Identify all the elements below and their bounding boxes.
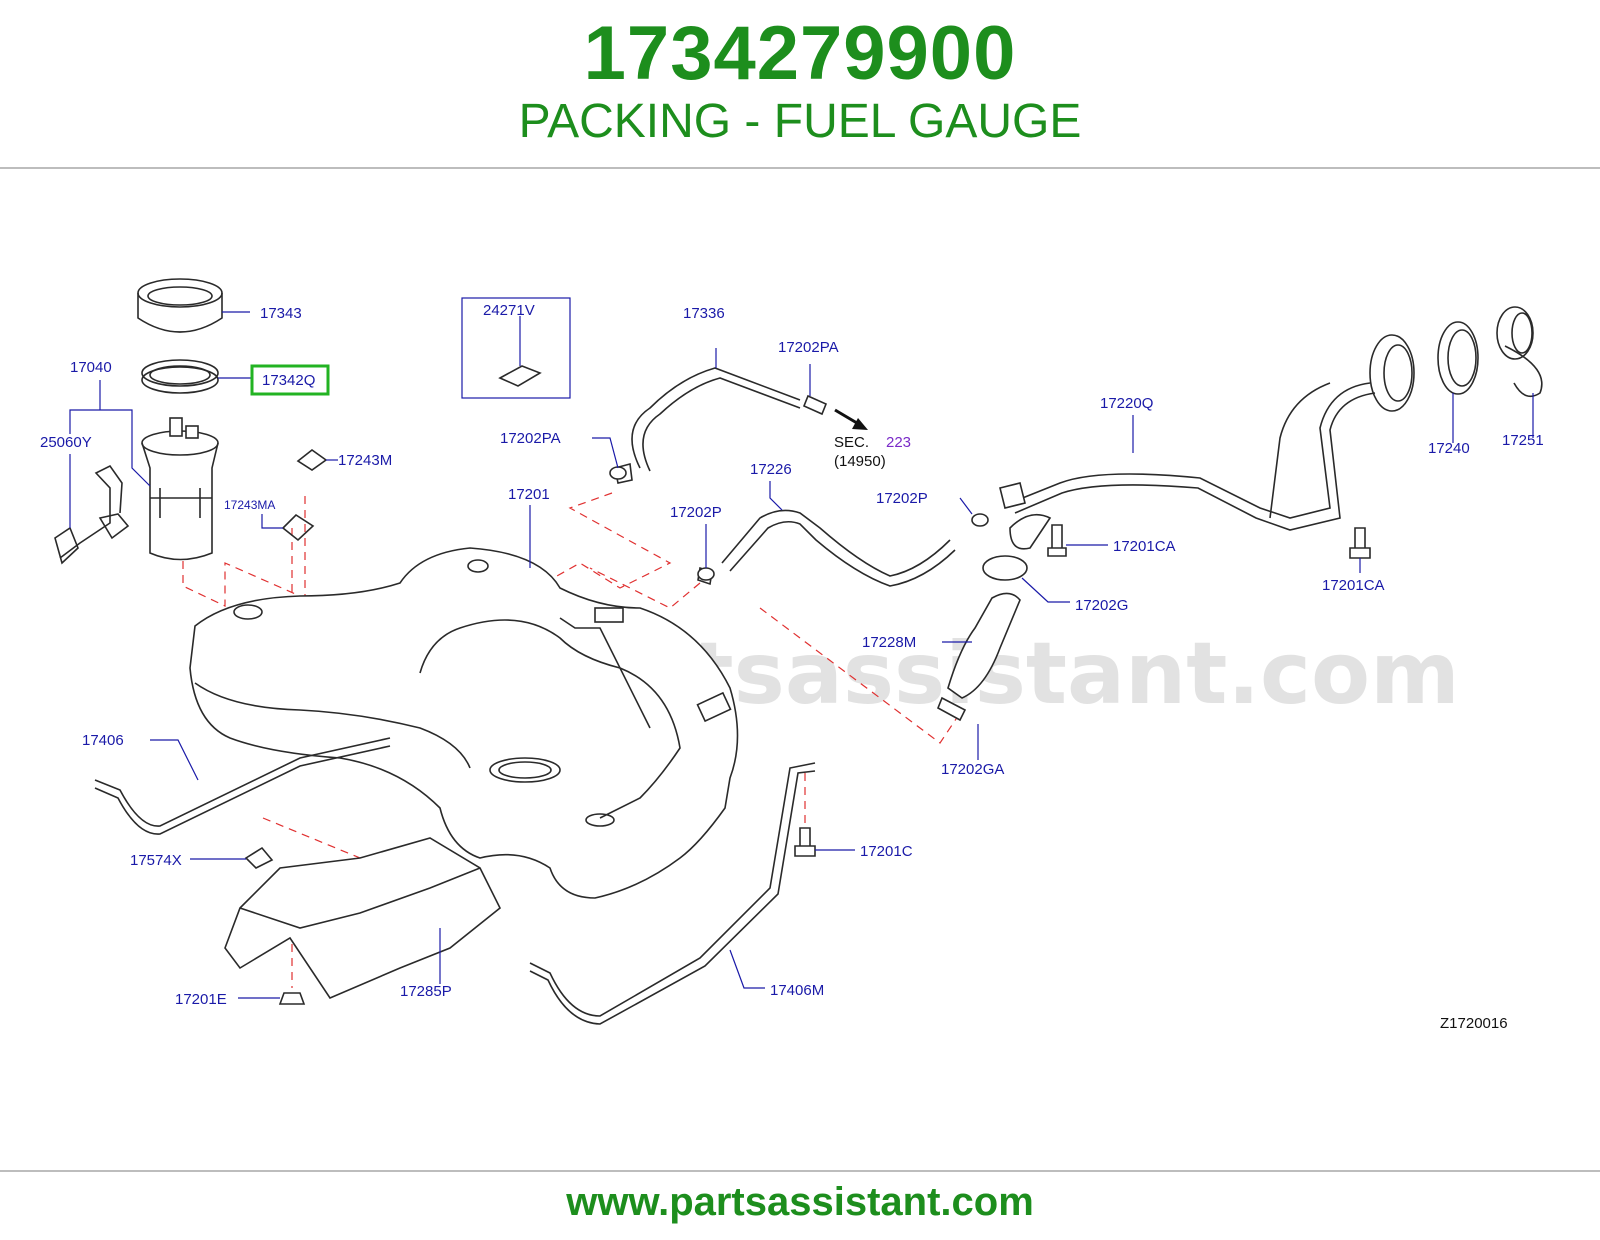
- heat-shield-17285P: [224, 837, 502, 999]
- label-17202PA-lower[interactable]: 17202PA: [500, 430, 561, 447]
- label-17201C[interactable]: 17201C: [860, 843, 913, 860]
- packing-17342Q: [141, 359, 219, 394]
- label-17201CA-mid[interactable]: 17201CA: [1113, 538, 1176, 555]
- label-17202PA-upper[interactable]: 17202PA: [778, 339, 839, 356]
- label-17285P[interactable]: 17285P: [400, 983, 452, 1000]
- part-number-title: 1734279900: [583, 11, 1017, 96]
- leader-lines: [69, 311, 1534, 999]
- clamp-17202PA-a: [609, 466, 627, 480]
- label-17251[interactable]: 17251: [1502, 432, 1544, 449]
- label-17201E[interactable]: 17201E: [175, 991, 227, 1008]
- footer-url[interactable]: www.partsassistant.com: [566, 1180, 1034, 1224]
- vent-hose-17336: [614, 367, 828, 484]
- lock-ring-17343: [137, 278, 223, 333]
- hose-17228M: [947, 592, 1021, 699]
- filler-hose-17226: [697, 509, 956, 587]
- bolt-17201CA-a: [1047, 524, 1067, 557]
- label-17228M[interactable]: 17228M: [862, 634, 916, 651]
- strap-17406: [94, 737, 391, 827]
- label-17202GA[interactable]: 17202GA: [941, 761, 1004, 778]
- arrow-head-icon: [852, 418, 868, 430]
- clamp-17202GA: [936, 696, 967, 722]
- label-17220Q[interactable]: 17220Q: [1100, 395, 1153, 412]
- header-divider: [0, 167, 1600, 169]
- plate-17243MA: [281, 513, 315, 542]
- footer-divider: [0, 1170, 1600, 1172]
- clamp-17202P-b: [971, 513, 989, 527]
- label-sec: SEC.: [834, 434, 869, 451]
- label-17342Q[interactable]: 17342Q: [262, 372, 315, 389]
- label-17406M[interactable]: 17406M: [770, 982, 824, 999]
- page-header: 1734279900 PACKING - FUEL GAUGE: [0, 0, 1600, 168]
- plate-17243M: [296, 449, 328, 471]
- label-sec-number[interactable]: 223: [886, 434, 911, 451]
- label-17201CA-right[interactable]: 17201CA: [1322, 577, 1385, 594]
- label-17406[interactable]: 17406: [82, 732, 124, 749]
- strap-17406M-edge: [529, 770, 816, 1025]
- label-17343[interactable]: 17343: [260, 305, 302, 322]
- fuel-tank-17201: [189, 547, 739, 899]
- label-17226[interactable]: 17226: [750, 461, 792, 478]
- parts-diagram: www.partsassistant.com: [40, 278, 1544, 1032]
- clamp-17202G: [982, 555, 1028, 581]
- label-17240[interactable]: 17240: [1428, 440, 1470, 457]
- highlight-box-17342Q[interactable]: [250, 364, 330, 396]
- bolt-17201CA-b: [1349, 527, 1371, 559]
- clip-box-24271V: [461, 297, 571, 399]
- nut-17201E: [278, 992, 306, 1005]
- filler-tube-17220Q: [999, 382, 1376, 550]
- label-17243M[interactable]: 17243M: [338, 452, 392, 469]
- label-17202G[interactable]: 17202G: [1075, 597, 1128, 614]
- label-25060Y[interactable]: 25060Y: [40, 434, 92, 451]
- label-17040[interactable]: 17040: [70, 359, 112, 376]
- clamp-17202P-a: [697, 567, 715, 581]
- part-name-subtitle: PACKING - FUEL GAUGE: [518, 95, 1082, 148]
- strap-17406M: [529, 762, 816, 1017]
- label-24271V[interactable]: 24271V: [483, 302, 535, 319]
- label-17201[interactable]: 17201: [508, 486, 550, 503]
- label-17202P-left[interactable]: 17202P: [670, 504, 722, 521]
- label-17243MA[interactable]: 17243MA: [224, 498, 275, 512]
- strap-17406-edge: [94, 745, 391, 835]
- drawing-code: Z1720016: [1440, 1015, 1508, 1032]
- fuel-level-sender-25060Y: [54, 464, 130, 565]
- label-17336[interactable]: 17336: [683, 305, 725, 322]
- label-17202P-right[interactable]: 17202P: [876, 490, 928, 507]
- packing-17240: [1369, 321, 1479, 412]
- heat-shield-ridge: [239, 867, 481, 929]
- clip-17574X: [244, 846, 274, 869]
- fuel-pump-module-17040: [141, 417, 219, 561]
- filler-cap-17251: [1496, 306, 1543, 398]
- label-17574X[interactable]: 17574X: [130, 852, 182, 869]
- bolt-17201C: [794, 827, 816, 857]
- label-sec-sub: (14950): [834, 453, 886, 470]
